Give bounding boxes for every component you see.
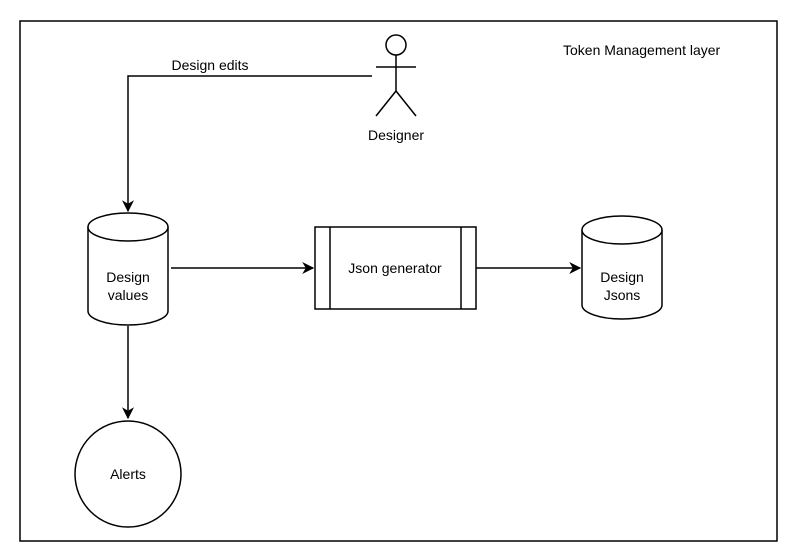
json-generator-box: [314, 226, 477, 310]
alerts-node: [74, 420, 182, 528]
design-jsons-cylinder-top: [581, 215, 663, 245]
actor-left-leg: [375, 90, 397, 117]
alerts-label: Alerts: [110, 466, 146, 482]
design-jsons-label-line2: Jsons: [604, 287, 641, 303]
edge-design-edits: [122, 75, 372, 213]
layer-label: Token Management layer: [563, 42, 721, 58]
design-values-cylinder-body: [87, 227, 169, 326]
edge-design-edits-label: Design edits: [171, 57, 248, 73]
json-generator-label: Json generator: [348, 260, 442, 276]
design-values-label-line2: values: [108, 287, 148, 303]
actor-right-leg: [395, 90, 417, 117]
design-jsons-cylinder-body: [581, 230, 663, 320]
design-values-datastore: [87, 212, 169, 326]
design-jsons-label-line1: Design: [600, 269, 644, 285]
design-jsons-datastore: [581, 215, 663, 320]
design-values-label-line1: Design: [106, 269, 150, 285]
designer-label: Designer: [368, 127, 424, 143]
actor-head: [385, 34, 407, 56]
json-generator-process: [314, 226, 477, 310]
design-values-cylinder-top: [87, 212, 169, 242]
designer-actor: [375, 34, 417, 117]
